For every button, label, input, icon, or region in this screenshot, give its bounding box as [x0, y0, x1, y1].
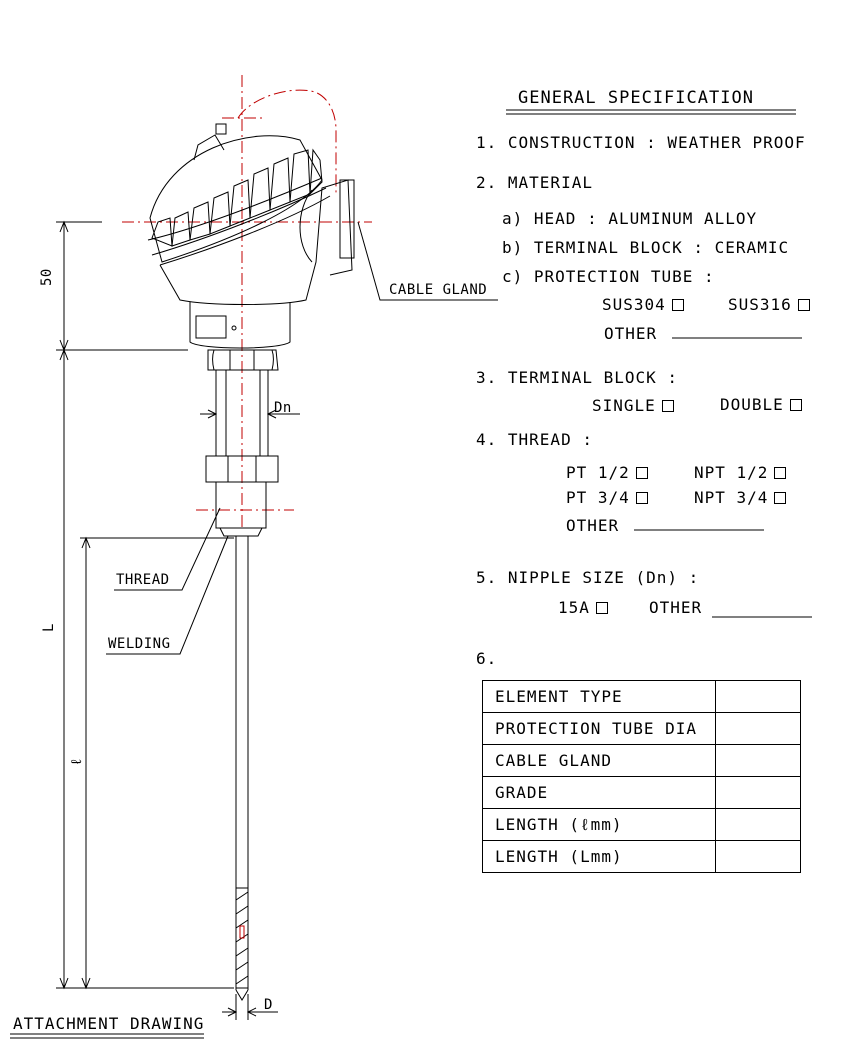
table-row: LENGTH (Lmm): [482, 840, 801, 873]
table-label: PROTECTION TUBE DIA: [482, 712, 716, 745]
table-row: ELEMENT TYPE: [482, 680, 801, 713]
table-row: LENGTH (ℓmm): [482, 808, 801, 841]
npt12-checkbox[interactable]: [774, 467, 787, 479]
option-other-nipple: OTHER: [649, 598, 703, 617]
option-double: DOUBLE: [720, 397, 802, 413]
option-sus304: SUS304: [602, 297, 684, 313]
welding-label: WELDING: [108, 636, 171, 652]
option-pt34: PT 3/4: [566, 490, 648, 506]
table-label: ELEMENT TYPE: [482, 680, 716, 713]
thread-label: THREAD: [116, 572, 170, 588]
table-row: CABLE GLAND: [482, 744, 801, 777]
table-label: LENGTH (Lmm): [482, 840, 716, 873]
dim-L-label: L: [41, 623, 57, 632]
table-label: GRADE: [482, 776, 716, 809]
table-value[interactable]: [715, 680, 801, 713]
option-15a: 15A: [558, 600, 608, 616]
drawing-caption: ATTACHMENT DRAWING: [13, 1014, 205, 1033]
option-single: SINGLE: [592, 398, 674, 414]
double-checkbox[interactable]: [789, 399, 802, 411]
option-other-tube: OTHER: [604, 324, 658, 343]
spec-table: ELEMENT TYPE PROTECTION TUBE DIA CABLE G…: [482, 680, 801, 873]
option-other-thread: OTHER: [566, 516, 620, 535]
option-sus316: SUS316: [728, 297, 810, 313]
pt12-checkbox[interactable]: [635, 467, 648, 479]
npt34-checkbox[interactable]: [774, 492, 787, 504]
spec-item-6: 6.: [476, 649, 498, 668]
table-value[interactable]: [715, 712, 801, 745]
table-label: LENGTH (ℓmm): [482, 808, 716, 841]
table-label: CABLE GLAND: [482, 744, 716, 777]
spec-material: 2. MATERIAL: [476, 173, 593, 192]
option-pt12: PT 1/2: [566, 465, 648, 481]
sus304-checkbox[interactable]: [671, 299, 684, 311]
table-value[interactable]: [715, 776, 801, 809]
spec-thread: 4. THREAD :: [476, 430, 593, 449]
cable-gland-label: CABLE GLAND: [389, 282, 488, 298]
dim-l-label: ℓ: [69, 757, 85, 766]
option-npt34: NPT 3/4: [694, 490, 787, 506]
option-npt12: NPT 1/2: [694, 465, 787, 481]
sus316-checkbox[interactable]: [797, 299, 810, 311]
dim-dn-label: Dn: [274, 400, 292, 416]
spec-terminal-block: 3. TERMINAL BLOCK :: [476, 368, 679, 387]
spec-nipple-size: 5. NIPPLE SIZE (Dn) :: [476, 568, 700, 587]
spec-title: GENERAL SPECIFICATION: [518, 88, 754, 108]
dim-d-label: D: [264, 997, 273, 1013]
table-value[interactable]: [715, 808, 801, 841]
table-value[interactable]: [715, 744, 801, 777]
spec-protection-tube: c) PROTECTION TUBE :: [502, 267, 715, 286]
pt34-checkbox[interactable]: [635, 492, 648, 504]
single-checkbox[interactable]: [661, 400, 674, 412]
spec-terminal-block-material: b) TERMINAL BLOCK : CERAMIC: [502, 238, 790, 257]
dim-50-label: 50: [39, 268, 55, 286]
spec-head: a) HEAD : ALUMINUM ALLOY: [502, 209, 758, 228]
table-value[interactable]: [715, 840, 801, 873]
spec-construction: 1. CONSTRUCTION : WEATHER PROOF: [476, 133, 806, 152]
table-row: GRADE: [482, 776, 801, 809]
table-row: PROTECTION TUBE DIA: [482, 712, 801, 745]
a15-checkbox[interactable]: [595, 602, 608, 614]
